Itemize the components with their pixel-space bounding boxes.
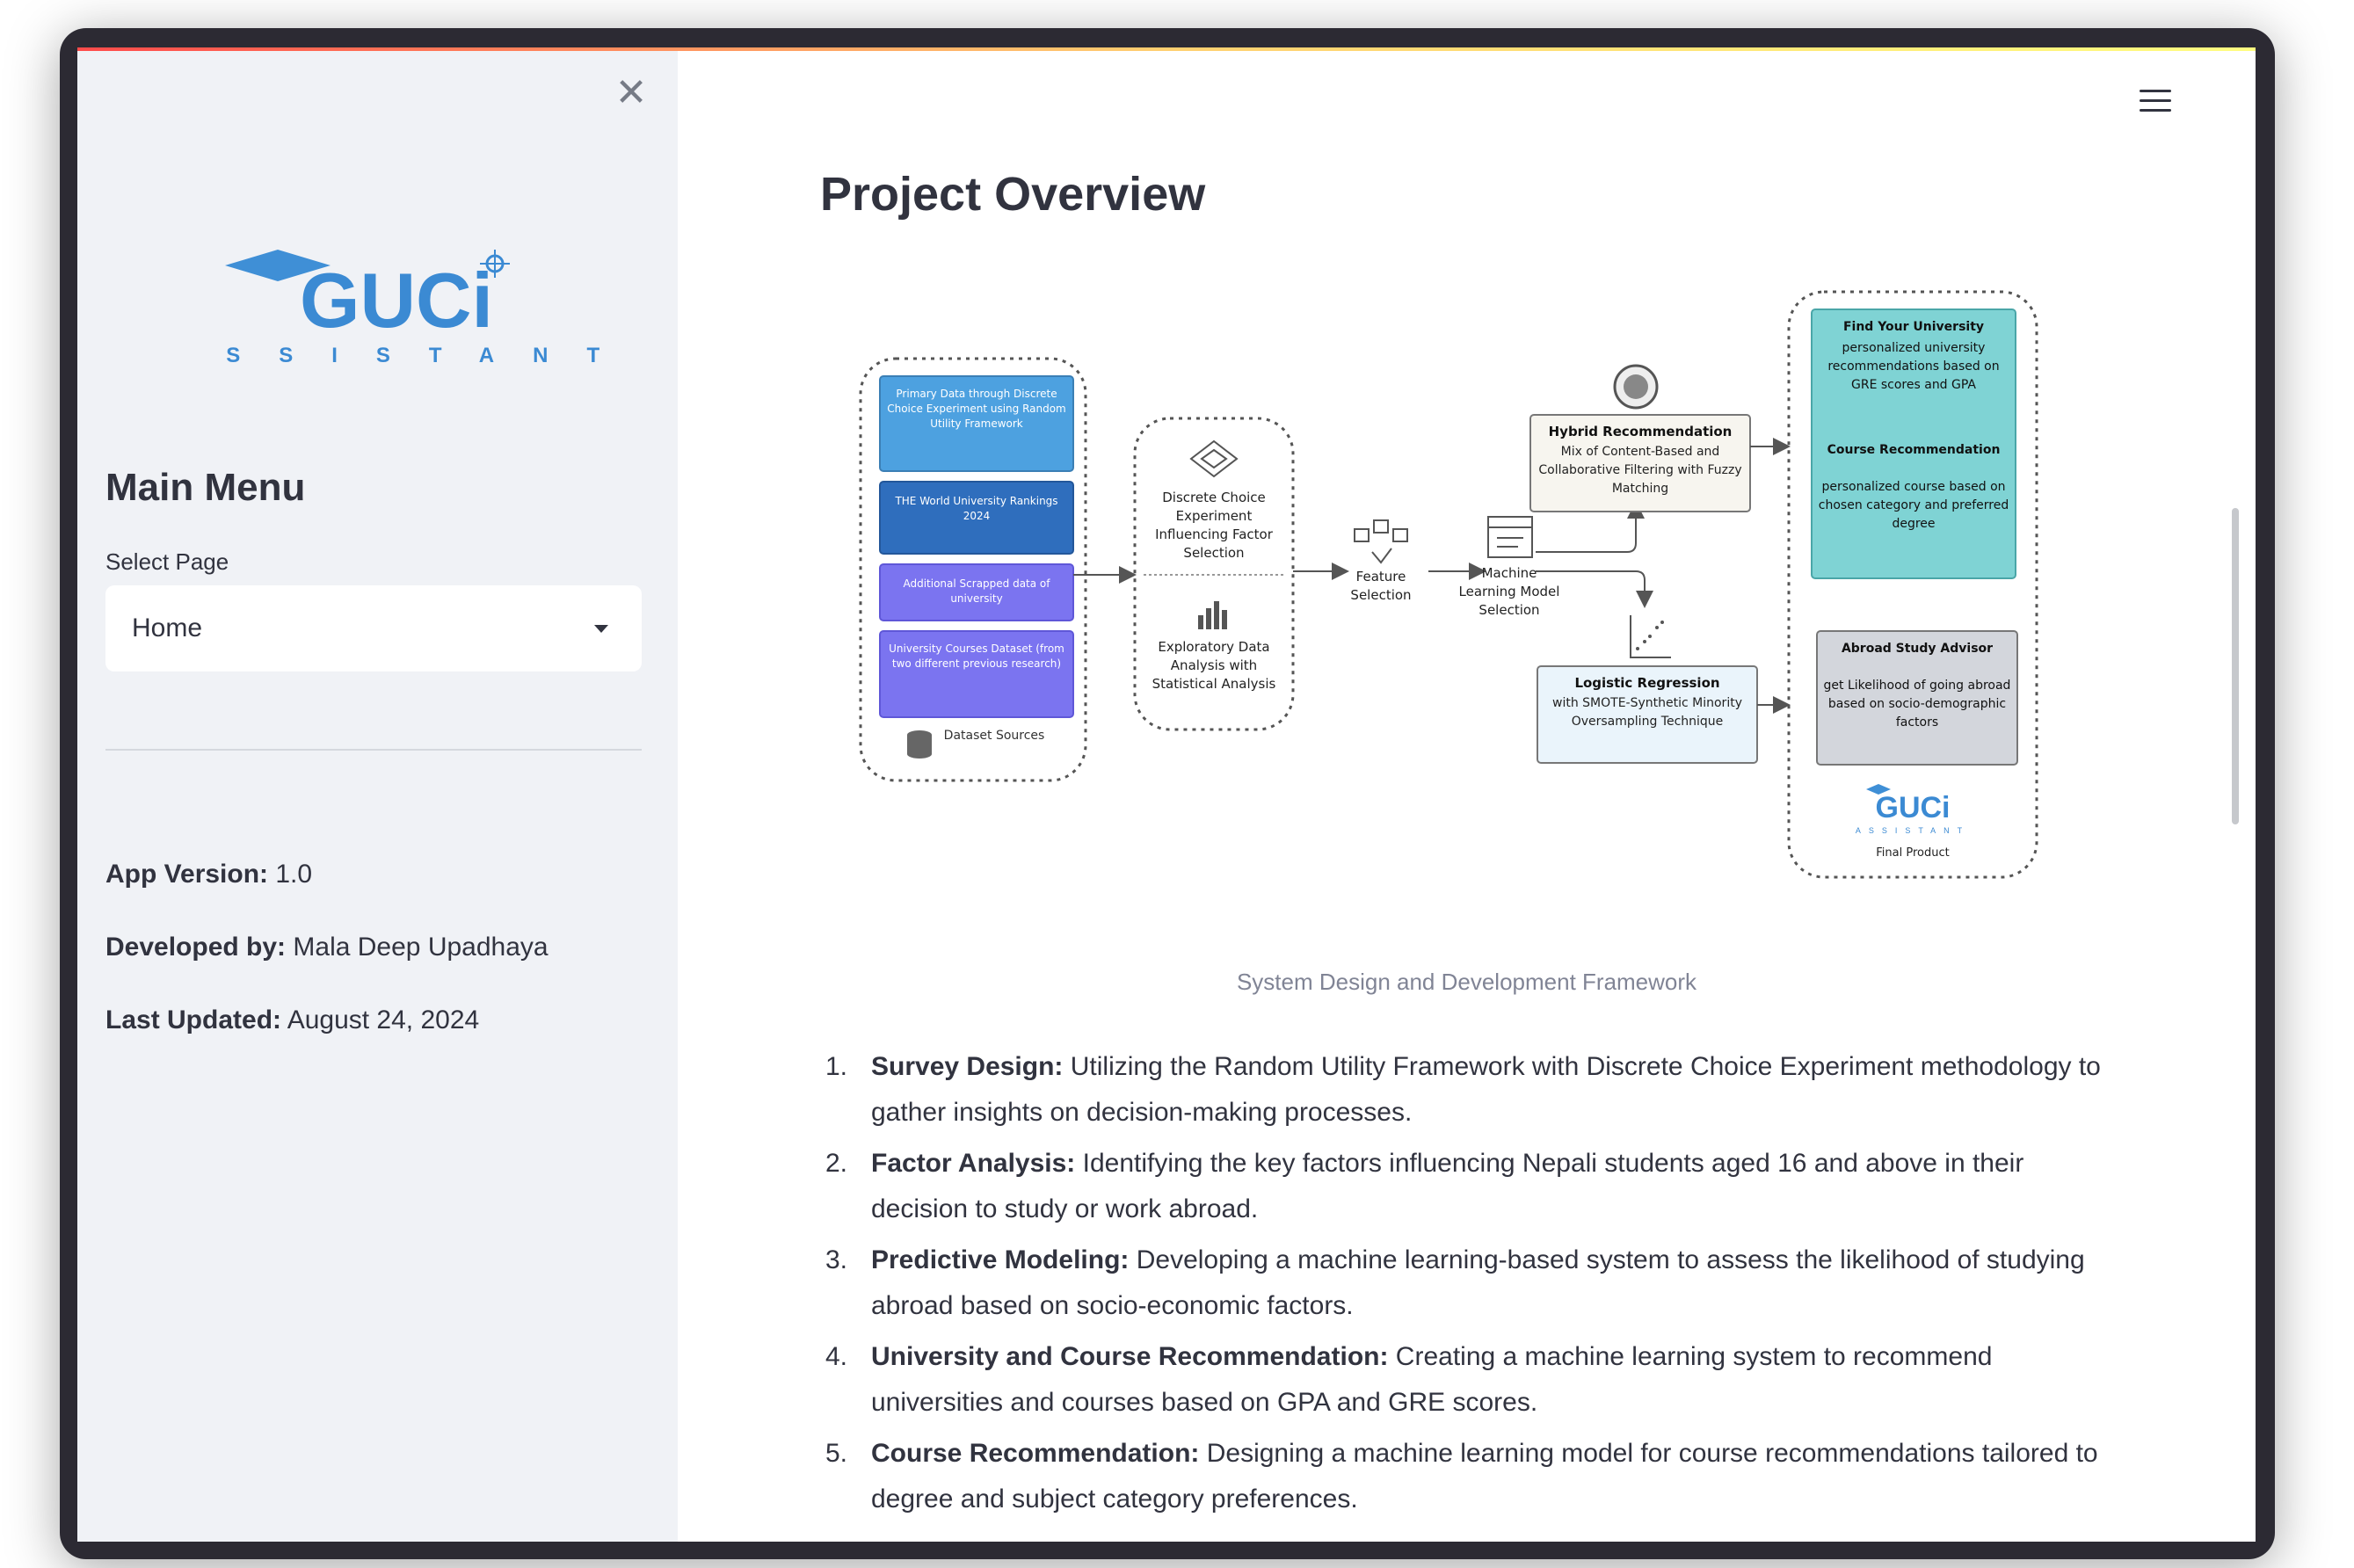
list-item-number: 2. [825,1149,848,1178]
logo-tagline-text: ASSISTANT [207,344,603,367]
list-item-text: Creating a machine learning system to re… [871,1342,1993,1417]
list-item-text: Identifying the key factors influencing … [871,1149,2024,1223]
close-icon: ✕ [614,70,648,115]
last-updated-value: August 24, 2024 [287,1005,480,1034]
list-item-number: 4. [825,1342,848,1371]
logreg-title: Logistic Regression [1574,675,1720,691]
mini-logo-brand: GUCi [1876,791,1951,824]
abroad-advisor-title: Abroad Study Advisor [1841,642,1994,656]
bar-chart-icon [1198,601,1227,629]
list-item-title: University and Course Recommendation: [871,1342,1389,1371]
source-scrapped-data [879,563,1074,621]
close-sidebar-button[interactable]: ✕ [612,74,650,113]
guci-logo: GUCi ASSISTANT [207,250,603,367]
divider [105,749,642,751]
logo-brand-text: GUCi [300,257,493,344]
list-item: 2. Factor Analysis: Identifying the key f… [820,1141,2103,1232]
source-courses-dataset [879,630,1074,718]
diamond-icon [1189,439,1239,478]
list-item-text: Developing a machine learning-based syst… [871,1245,2085,1320]
logreg-desc: with SMOTE-Synthetic Minority Oversampli… [1552,696,1742,729]
list-item-number: 3. [825,1245,848,1274]
developer-value: Mala Deep Upadhaya [293,933,549,962]
list-item: 1. Survey Design: Utilizing the Random Ut… [820,1044,2103,1136]
diagram-caption: System Design and Development Framework [1236,969,1697,995]
hybrid-title: Hybrid Recommendation [1548,424,1733,439]
device-frame: ✕ GUCi ASSISTANT Main Menu Select Page H… [60,28,2275,1559]
app-version: App Version: 1.0 [105,860,312,889]
list-item-text: Designing a machine learning model for c… [871,1439,2098,1514]
course-rec-title: Course Recommendation [1827,443,2001,457]
abroad-advisor-desc: get Likelihood of going abroad based on … [1823,679,2011,730]
list-item: 3. Predictive Modeling: Developing a mach… [820,1238,2103,1329]
menu-title: Main Menu [105,466,306,509]
select-page-label: Select Page [105,548,229,575]
page-select[interactable]: Home [105,585,642,671]
developer-info: Developed by: Mala Deep Upadhaya [105,933,549,962]
hybrid-recommendation-box [1529,414,1751,512]
dataset-sources-label: Dataset Sources [943,729,1045,743]
eda-text: Exploratory Data Analysis with Statistic… [1152,639,1276,692]
developer-label: Developed by: [105,933,287,962]
final-product-label: Final Product [1876,846,1949,860]
find-university-desc: personalized university recommendations … [1827,341,2000,392]
app-window: ✕ GUCi ASSISTANT Main Menu Select Page H… [77,47,2256,1542]
mini-logo-tagline: ASSISTANT [1856,826,1970,835]
app-version-value: 1.0 [275,860,313,889]
app-menu-button[interactable] [2140,90,2171,120]
source-primary-data-text: Primary Data through Discrete Choice Exp… [887,388,1066,430]
find-university-box [1811,309,2016,579]
final-product-group [1787,290,2038,879]
find-university-title: Find Your University [1842,320,1985,334]
page-title: Project Overview [820,168,1206,221]
database-icon [907,730,932,759]
source-world-rankings-text: THE World University Rankings 2024 [895,495,1058,522]
list-item-title: Predictive Modeling: [871,1245,1130,1274]
abroad-advisor-box [1816,630,2018,766]
project-steps-list: 1. Survey Design: Utilizing the Random Ut… [820,1044,2103,1528]
page-select-value: Home [132,613,203,642]
hamburger-icon [2140,90,2171,112]
graduation-cap-icon [225,250,331,281]
list-item-number: 5. [825,1439,848,1468]
model-selection-icon [1487,516,1533,558]
model-selection-text: Machine Learning Model Selection [1458,565,1560,618]
list-item-title: Course Recommendation: [871,1439,1200,1468]
app-version-label: App Version: [105,860,269,889]
source-world-rankings [879,481,1074,555]
sidebar: ✕ GUCi ASSISTANT Main Menu Select Page H… [77,51,678,1542]
list-item: 5. Course Recommendation: Designing a mac… [820,1431,2103,1522]
main-content: Project Overview Primary Data through Di… [678,51,2256,1542]
list-item-text: Utilizing the Random Utility Framework w… [871,1052,2101,1127]
logistic-regression-box [1537,665,1758,764]
list-item: 4.University and Course Recommendation: … [820,1334,2103,1426]
list-item-title: Factor Analysis: [871,1149,1076,1178]
feature-selection-icon [1354,519,1408,564]
list-item-title: Survey Design: [871,1052,1064,1081]
dce-text: Discrete Choice Experiment Influencing F… [1155,490,1273,561]
last-updated: Last Updated: August 24, 2024 [105,1005,479,1035]
scatter-plot-icon [1630,615,1671,658]
analysis-group [1133,417,1295,731]
source-courses-dataset-text: University Courses Dataset (from two dif… [889,642,1064,670]
source-scrapped-data-text: Additional Scrapped data of university [903,577,1050,605]
feature-selection-text: Feature Selection [1350,569,1412,603]
source-primary-data [879,375,1074,472]
vertical-scrollbar[interactable] [2232,508,2239,824]
system-design-diagram: Primary Data through Discrete Choice Exp… [859,290,2038,879]
list-item-number: 1. [825,1052,848,1081]
chevron-down-icon [594,625,608,633]
app-top-decoration [77,47,2256,51]
hybrid-desc: Mix of Content-Based and Collaborative F… [1538,445,1742,496]
dataset-sources-group [859,357,1087,782]
guci-mini-logo: GUCi ASSISTANT [1856,784,1970,835]
last-updated-label: Last Updated: [105,1005,282,1034]
course-rec-desc: personalized course based on chosen cate… [1818,480,2009,531]
recommendation-badge-icon [1613,364,1659,410]
